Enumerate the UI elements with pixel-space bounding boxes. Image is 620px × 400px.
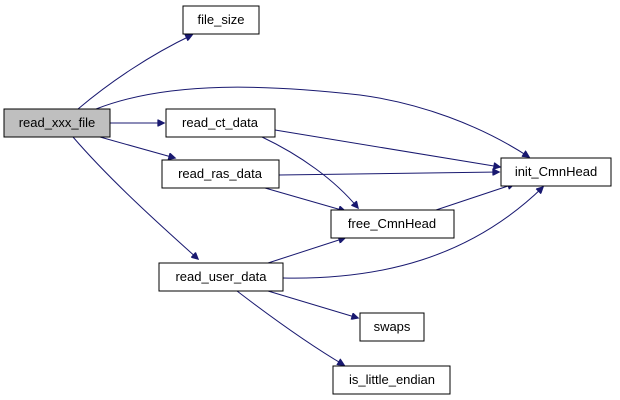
node-is-little-endian-box (332, 365, 451, 395)
node-file-size-box (182, 5, 260, 35)
edge-read-ras-data-to-init-cmnhead (278, 172, 499, 175)
node-read-ras-data-box (161, 159, 280, 189)
edge-read-user-data-to-swaps (267, 290, 358, 318)
node-free-cmnhead[interactable]: free_CmnHead (330, 209, 455, 239)
node-init-cmnhead-box (500, 157, 612, 187)
edge-read-xxx-file-to-init-cmnhead (95, 86, 529, 157)
edge-read-user-data-to-init-cmnhead (282, 187, 543, 279)
node-free-cmnhead-label: free_CmnHead (348, 216, 436, 231)
node-read-xxx-file[interactable]: read_xxx_file (3, 108, 111, 138)
node-read-user-data-box (158, 262, 284, 292)
node-read-user-data[interactable]: read_user_data (158, 262, 284, 292)
edge-read-user-data-to-is-little-endian (236, 290, 344, 365)
edge-read-xxx-file-to-read-ras-data (99, 136, 175, 158)
node-init-cmnhead-label: init_CmnHead (515, 164, 597, 179)
node-read-ct-data-box (165, 108, 276, 138)
node-swaps[interactable]: swaps (359, 312, 425, 342)
node-file-size-label: file_size (198, 12, 245, 27)
node-swaps-label: swaps (374, 319, 411, 334)
edges (72, 35, 543, 365)
node-free-cmnhead-box (330, 209, 455, 239)
node-read-ct-data-label: read_ct_data (182, 115, 259, 130)
node-read-ct-data[interactable]: read_ct_data (165, 108, 276, 138)
edge-read-xxx-file-to-read-user-data (72, 136, 198, 259)
node-file-size[interactable]: file_size (182, 5, 260, 35)
edge-read-user-data-to-free-cmnhead (267, 238, 345, 264)
node-read-xxx-file-label: read_xxx_file (19, 115, 96, 130)
edge-read-ras-data-to-free-cmnhead (264, 187, 345, 211)
node-init-cmnhead[interactable]: init_CmnHead (500, 157, 612, 187)
node-read-xxx-file-box (3, 108, 111, 138)
node-read-ras-data-label: read_ras_data (178, 166, 263, 181)
node-is-little-endian[interactable]: is_little_endian (332, 365, 451, 395)
node-read-user-data-label: read_user_data (175, 269, 267, 284)
node-swaps-box (359, 312, 425, 342)
edge-free-cmnhead-to-init-cmnhead (432, 184, 514, 212)
node-is-little-endian-label: is_little_endian (349, 372, 435, 387)
edge-read-ct-data-to-init-cmnhead (274, 129, 500, 167)
node-read-ras-data[interactable]: read_ras_data (161, 159, 280, 189)
nodes: read_xxx_file file_size read_ct_data rea… (3, 5, 612, 395)
edge-read-xxx-file-to-file-size (77, 35, 192, 110)
edge-read-ct-data-to-free-cmnhead (261, 136, 358, 208)
